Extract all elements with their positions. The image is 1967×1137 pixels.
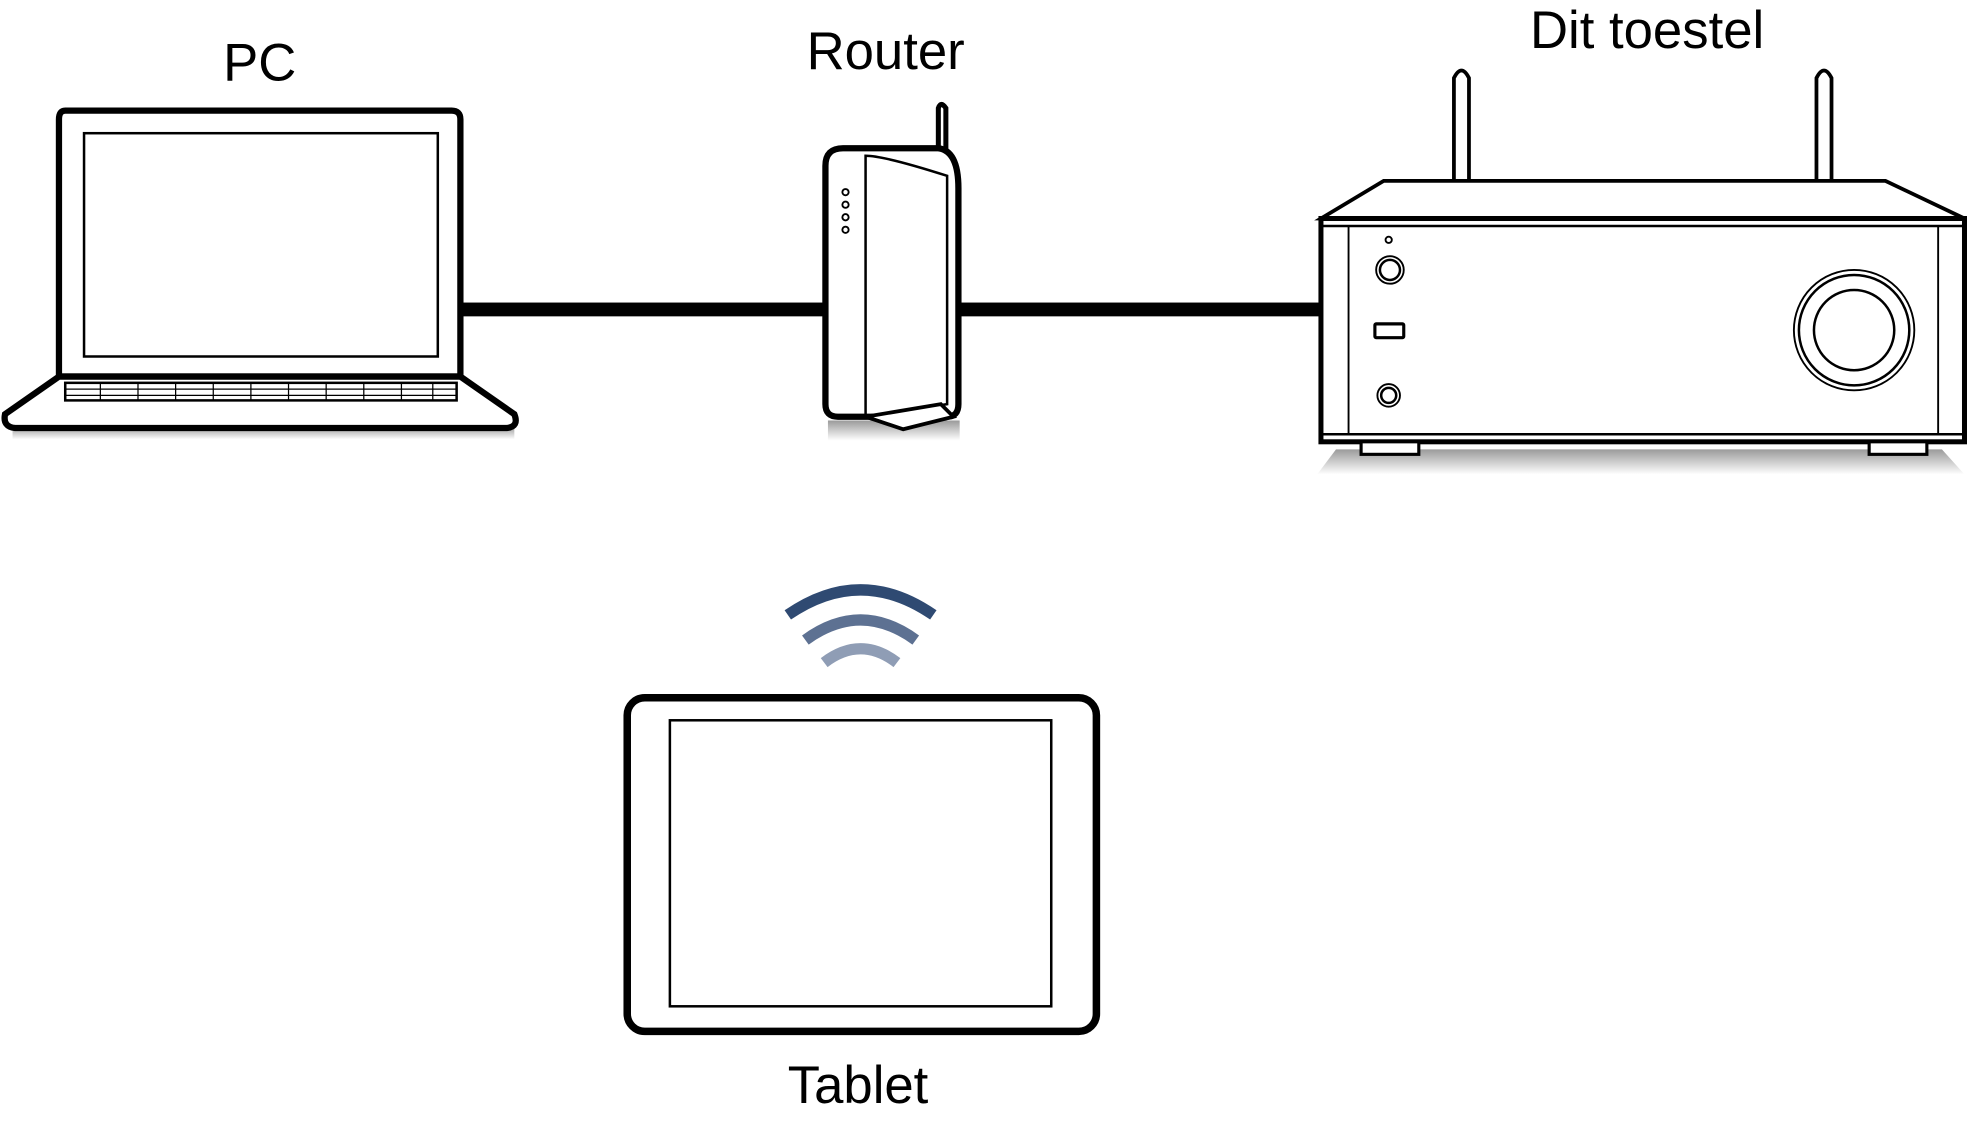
- laptop-icon: [1, 107, 519, 440]
- router-icon: [822, 101, 962, 441]
- ethernet-cable-router-device: [955, 302, 1323, 317]
- tablet-label: Tablet: [788, 1056, 929, 1115]
- wifi-icon: [784, 584, 937, 668]
- ethernet-cable-pc-router: [459, 302, 828, 317]
- pc-label: PC: [223, 34, 296, 93]
- tablet-icon: [623, 693, 1101, 1036]
- receiver-icon: [1314, 68, 1967, 475]
- device-label: Dit toestel: [1530, 1, 1764, 60]
- router-label: Router: [807, 22, 965, 81]
